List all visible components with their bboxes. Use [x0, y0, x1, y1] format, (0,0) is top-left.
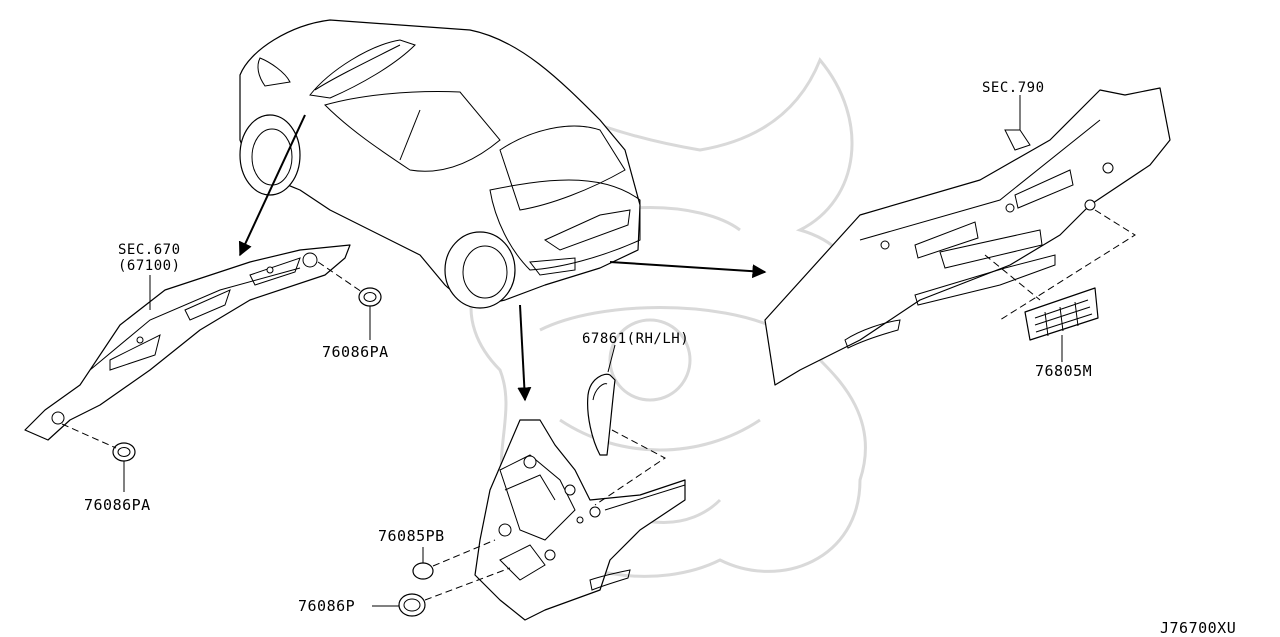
diagram-code: J76700XU — [1160, 619, 1236, 637]
vent-76805m — [1024, 287, 1099, 362]
grommet-76086pa-top — [317, 261, 382, 340]
panel-67861 — [587, 344, 666, 506]
label-sec790: SEC.790 — [982, 80, 1045, 96]
rear-side-rail — [24, 244, 351, 441]
vehicle-overview — [239, 19, 641, 309]
label-76086pa-bottom: 76086PA — [84, 496, 151, 514]
label-76086pa-top: 76086PA — [322, 343, 389, 361]
callout-arrows — [238, 114, 767, 402]
label-76085pb: 76085PB — [378, 527, 445, 545]
label-67861: 67861(RH/LH) — [582, 331, 689, 347]
label-76086p: 76086P — [298, 597, 355, 615]
grommet-76086p — [372, 567, 511, 617]
grommet-76086pa-bottom — [61, 423, 136, 492]
rear-quarter-inner-panel — [474, 419, 686, 621]
plug-76085pb — [412, 539, 496, 580]
rear-panel — [764, 87, 1171, 386]
label-76805m: 76805M — [1035, 362, 1092, 380]
label-sec670-ref: (67100) — [118, 258, 181, 274]
label-sec670: SEC.670 — [118, 242, 181, 258]
